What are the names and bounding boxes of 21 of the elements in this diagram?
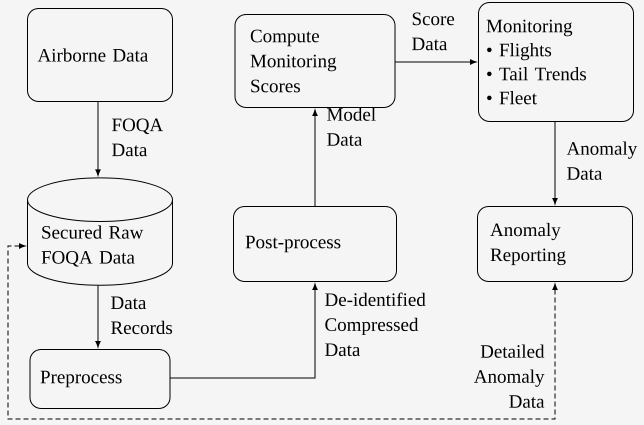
arrow (170, 284, 318, 378)
arrow (95, 102, 101, 176)
arrow (552, 122, 558, 204)
arrow (395, 59, 476, 65)
arrow (95, 285, 101, 348)
process-box: Monitoring • Flights • Tail Trends • Fleet (478, 2, 634, 122)
edge-label: Data Records (111, 296, 172, 334)
edge-label: De-identified Compressed Data (325, 292, 426, 356)
process-box: Anomaly Reporting (477, 206, 633, 282)
process-box: Compute Monitoring Scores (234, 14, 396, 108)
edge-label: Model Data (327, 108, 376, 146)
edge-label: FOQA Data (112, 118, 164, 156)
edge-label: Anomaly Data (566, 142, 638, 180)
process-box: Airborne Data (27, 8, 173, 102)
process-box: Post-process (233, 206, 397, 282)
edge-label: Detailed Anomaly Data (474, 344, 544, 408)
arrow (312, 110, 318, 206)
dashed-arrow (8, 243, 558, 420)
edge-label: Score Data (412, 12, 454, 50)
process-box: Preprocess (30, 349, 170, 409)
database-cylinder: Secured Raw FOQA Data (27, 177, 173, 286)
